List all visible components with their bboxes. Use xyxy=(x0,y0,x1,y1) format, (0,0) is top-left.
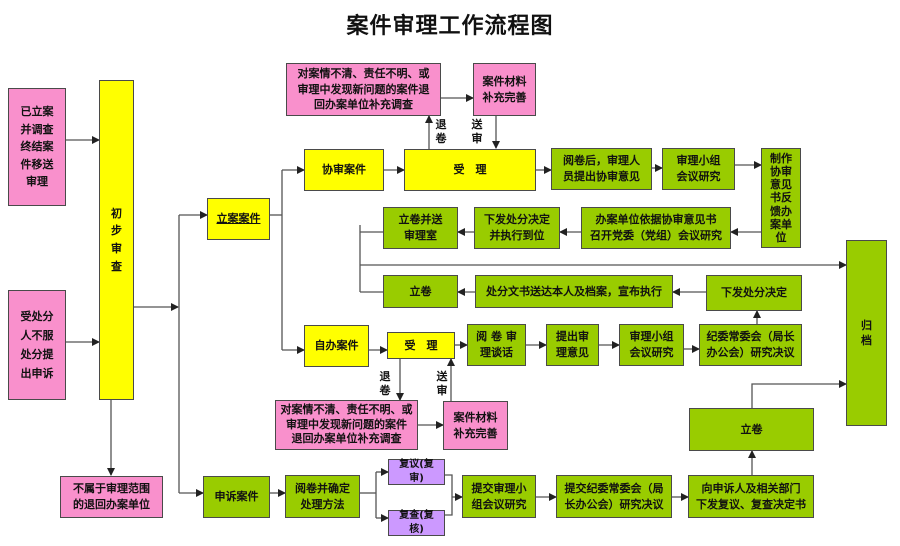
label-assist-return: 退 卷 xyxy=(435,118,447,145)
node-reject-out-of-scope: 不属于审理范围 的退回办案单位 xyxy=(60,476,163,518)
node-assist-case: 协审案件 xyxy=(304,149,384,191)
node-self-return: 对案情不清、责任不明、或 审理中发现新问题的案件 退回办案单位补充调查 xyxy=(275,400,418,450)
node-self-read-talk: 阅 卷 审 理谈话 xyxy=(467,324,526,366)
node-standing-committee: 纪委常委会（局长 办公会）研究决议 xyxy=(699,324,802,366)
edge-reconsider-join xyxy=(445,474,453,516)
node-issue-execute: 下发处分决定 并执行到位 xyxy=(474,207,560,249)
node-assist-group-meeting: 审理小组 会议研究 xyxy=(662,148,735,190)
node-self-group-meeting: 审理小组 会议研究 xyxy=(619,324,684,366)
node-appeal-file: 立卷 xyxy=(689,408,814,451)
node-archive: 归 档 xyxy=(846,240,887,426)
label-self-send: 送 审 xyxy=(436,370,448,397)
node-unit-party-meeting: 办案单位依据协审意见书 召开党委（党组）会议研究 xyxy=(581,207,731,249)
node-issue-decision: 下发处分决定 xyxy=(706,275,802,311)
node-assist-return: 对案情不清、责任不明、或 审理中发现新问题的案件退 回办案单位补充调查 xyxy=(286,63,441,116)
node-self-accept: 受 理 xyxy=(387,332,455,359)
label-self-return: 退 卷 xyxy=(379,370,391,397)
node-recheck: 复查(复核) xyxy=(388,510,445,536)
node-appeal-committee: 提交纪委常委会（局 长办公会）研究决议 xyxy=(556,475,672,518)
node-self-case: 自办案件 xyxy=(304,325,369,367)
node-self-supplement: 案件材料 补充完善 xyxy=(443,401,508,450)
node-appeal-case: 申诉案件 xyxy=(203,476,270,518)
node-source-appeal: 受处分 人不服 处分提 出申诉 xyxy=(8,290,66,400)
node-appeal-group: 提交审理小 组会议研究 xyxy=(462,475,536,518)
edge-file-to-archive xyxy=(751,380,847,408)
node-appeal-issue: 向申诉人及相关部门 下发复议、复查决定书 xyxy=(688,475,814,518)
node-appeal-read: 阅卷并确定 处理方法 xyxy=(285,475,360,518)
node-file-self: 立卷 xyxy=(383,275,458,308)
node-file-send-office: 立卷并送 审理室 xyxy=(383,207,458,249)
node-assist-accept: 受 理 xyxy=(404,149,536,191)
node-source-transfer: 已立案 并调查 终结案 件移送 审理 xyxy=(8,88,66,206)
node-deliver-document: 处分文书送达本人及档案，宣布执行 xyxy=(475,275,673,308)
node-assist-feedback: 制作 协审 意见 书反 馈办 案单 位 xyxy=(761,148,801,248)
node-self-opinion: 提出审 理意见 xyxy=(546,324,599,366)
node-reconsider: 复议(复审) xyxy=(388,459,445,485)
label-assist-send: 送 审 xyxy=(471,118,483,145)
node-assist-read-opinion: 阅卷后，审理人 员提出协审意见 xyxy=(551,148,652,190)
node-filed-case: 立案案件 xyxy=(207,198,270,240)
page-title: 案件审理工作流程图 xyxy=(346,13,554,39)
node-preliminary-review: 初 步 审 查 xyxy=(99,80,134,400)
node-assist-supplement: 案件材料 补充完善 xyxy=(473,63,536,116)
